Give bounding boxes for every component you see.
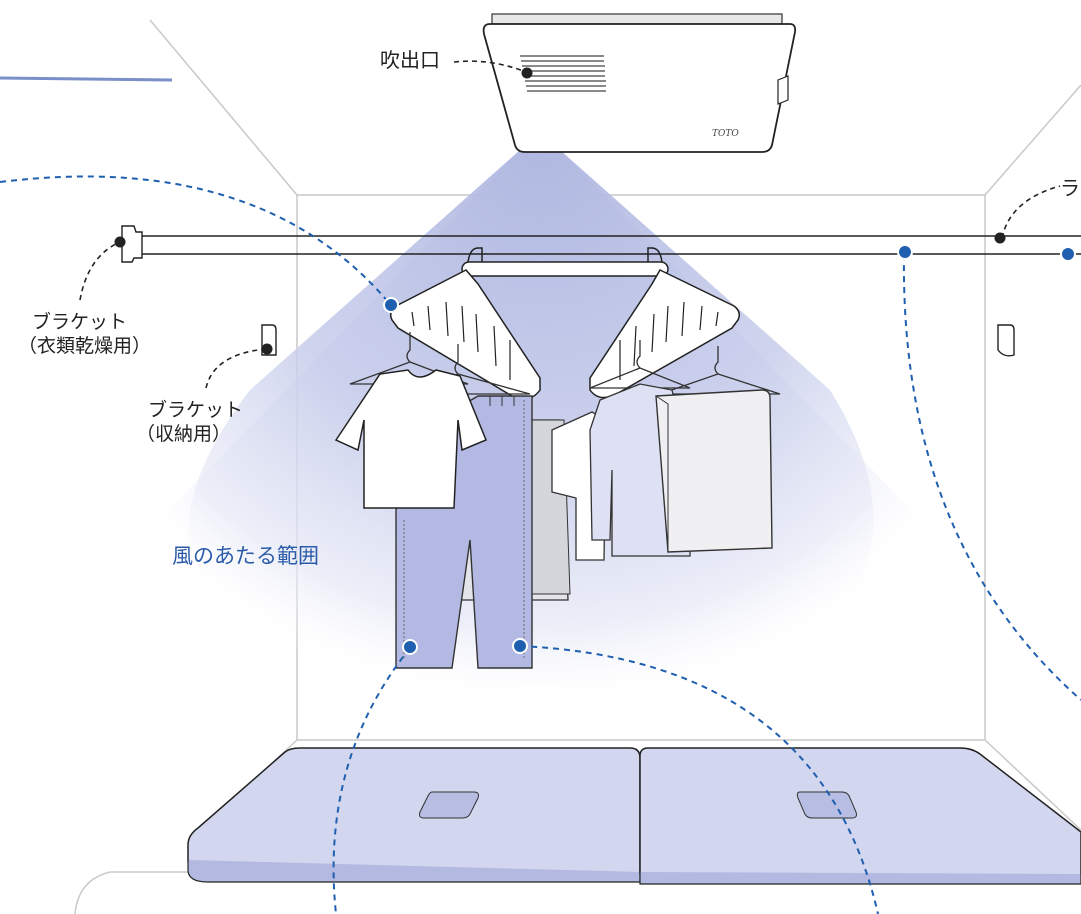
label-wind-area: 風のあたる範囲 (172, 544, 319, 568)
blue-callout-dots (383, 244, 1076, 655)
floor-mat-right (639, 747, 1081, 885)
label-bracket-storage: ブラケット （収納用） (136, 398, 244, 446)
label-right-cut-text: ラ (1060, 176, 1080, 200)
label-bracket-storage-line2: （収納用） (136, 423, 232, 445)
callout-bracket-drying (79, 236, 126, 301)
room-wireframe (74, 19, 1081, 914)
bracket-storage-right (997, 324, 1015, 357)
label-right-cut: ラ (1060, 176, 1080, 200)
label-bracket-drying-line2: （衣類乾燥用） (18, 335, 152, 357)
label-bracket-storage-line1: ブラケット (148, 399, 244, 421)
floor-mat-left (187, 747, 641, 883)
drying-rod (121, 225, 1081, 263)
label-wind-area-text: 風のあたる範囲 (172, 544, 319, 568)
tshirt-white (334, 369, 487, 509)
brand-logo: TOTO (712, 129, 739, 139)
callout-right-rod (994, 185, 1061, 244)
ceiling-dryer-unit: TOTO (482, 13, 797, 153)
hanger-bar (461, 247, 669, 277)
towel-front-right (655, 389, 773, 553)
clothes-hanger-wires (349, 332, 781, 395)
blue-callout-lines (0, 175, 1081, 914)
label-outlet-text: 吹出口 (380, 48, 440, 72)
callout-outlet (453, 60, 533, 79)
label-bracket-drying-line1: ブラケット (32, 311, 128, 333)
label-bracket-drying: ブラケット （衣類乾燥用） (18, 310, 151, 358)
heading-rule (0, 76, 173, 82)
outlet-vent-grille (520, 55, 606, 92)
label-outlet: 吹出口 (380, 48, 440, 72)
callout-bracket-storage (205, 343, 273, 389)
